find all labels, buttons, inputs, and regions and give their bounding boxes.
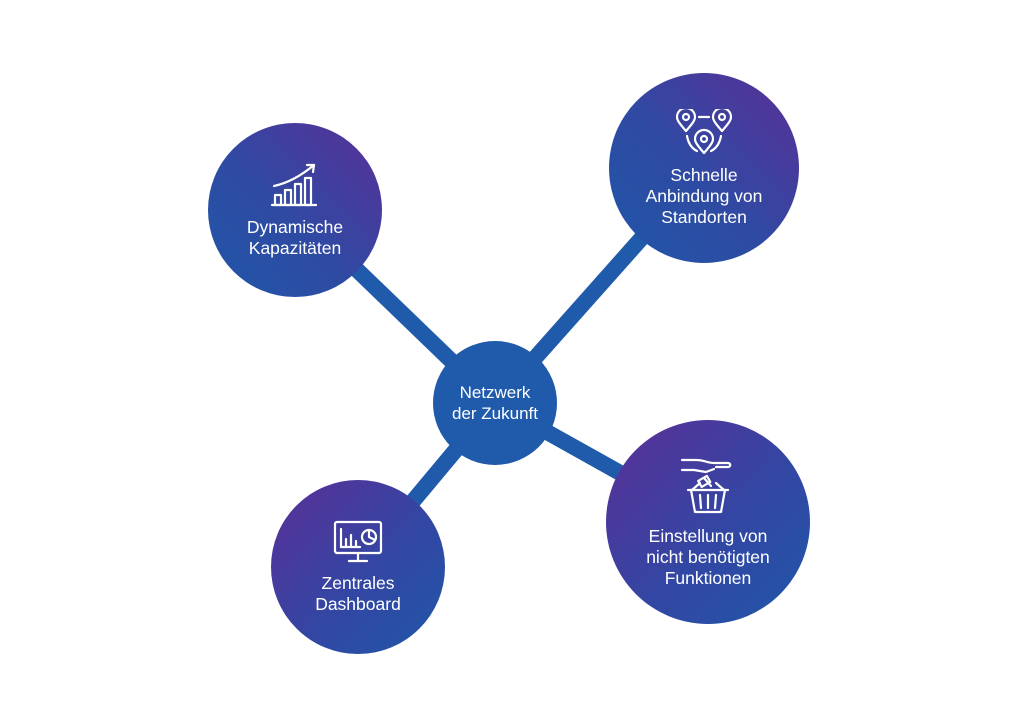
node-discontinue-functions: Einstellung von nicht benötigten Funktio…: [606, 420, 810, 624]
node-label-line: Anbindung von: [645, 185, 763, 206]
node-dynamic-capacity: Dynamische Kapazitäten: [208, 123, 382, 297]
node-label: Einstellung von nicht benötigten Funktio…: [646, 526, 770, 589]
node-label-line: Funktionen: [664, 567, 752, 588]
center-label-line: Netzwerk: [459, 383, 531, 402]
node-label: Dynamische Kapazitäten: [247, 217, 343, 259]
node-label-line: Dashboard: [315, 594, 401, 614]
node-label-line: Schnelle: [670, 164, 738, 185]
node-label: Schnelle Anbindung von Standorten: [646, 165, 763, 228]
center-label-line: der Zukunft: [452, 404, 538, 423]
node-label-line: Einstellung von: [648, 525, 768, 546]
node-label-line: Dynamische: [246, 217, 344, 237]
node-label-line: Kapazitäten: [248, 238, 342, 258]
node-central-dashboard: Zentrales Dashboard: [271, 480, 445, 654]
location-pins-icon: [673, 108, 735, 157]
center-node-label: Netzwerk der Zukunft: [452, 382, 538, 424]
monitor-dashboard-icon: [332, 519, 384, 565]
growth-chart-icon: [270, 161, 320, 209]
node-label: Zentrales Dashboard: [315, 573, 401, 615]
center-node: Netzwerk der Zukunft: [433, 341, 557, 465]
node-label-line: nicht benötigten: [646, 546, 770, 567]
hand-basket-icon: [678, 456, 738, 518]
node-label-line: Standorten: [661, 206, 747, 227]
node-fast-connection: Schnelle Anbindung von Standorten: [609, 73, 799, 263]
node-label-line: Zentrales: [321, 573, 395, 593]
